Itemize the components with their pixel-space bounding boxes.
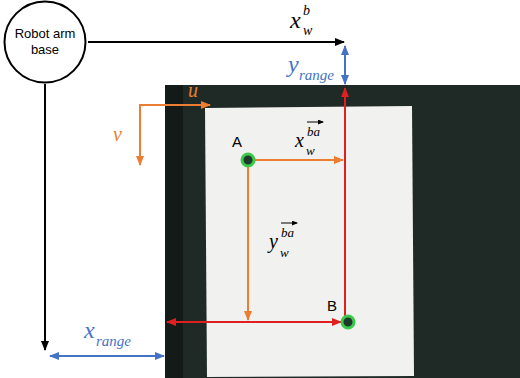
- superscript: ba: [281, 226, 294, 239]
- variable: y: [269, 231, 278, 251]
- point-label: B: [327, 298, 337, 313]
- superscript: b: [303, 4, 310, 18]
- variable: x: [290, 8, 301, 32]
- photo-shadow: [165, 85, 183, 378]
- subscript: w: [280, 246, 289, 259]
- axis-label: v: [113, 124, 122, 144]
- superscript: ba: [307, 125, 320, 138]
- point-label: A: [232, 134, 242, 149]
- paper-sheet: [205, 106, 414, 377]
- photo-background: [165, 85, 520, 378]
- y-range-arrow: [344, 46, 346, 84]
- subscript: range: [96, 334, 131, 349]
- y-ba-arrow: [247, 166, 249, 320]
- variable: x: [295, 130, 304, 150]
- variable: y: [288, 52, 299, 76]
- u-axis-arrow: [140, 104, 210, 106]
- variable: x: [84, 318, 95, 342]
- x-range-arrow: [50, 355, 164, 357]
- point-b: [342, 316, 354, 328]
- y-axis-arrow: [44, 84, 46, 350]
- subscript: w: [303, 24, 312, 38]
- subscript: range: [299, 68, 334, 83]
- x-ba-arrow: [254, 159, 343, 161]
- x-axis-arrow: [88, 41, 344, 43]
- red-vertical-arrow: [344, 88, 346, 320]
- vector-arrow: [281, 223, 297, 224]
- subscript: w: [306, 144, 315, 157]
- v-axis-arrow: [139, 104, 141, 165]
- base-circle: Robot arm base: [3, 0, 87, 84]
- vector-arrow: [307, 122, 323, 123]
- red-horizontal-arrow: [167, 321, 341, 323]
- node-text: Robot arm base: [14, 26, 76, 57]
- axis-label: u: [188, 80, 198, 100]
- point-a: [242, 154, 254, 166]
